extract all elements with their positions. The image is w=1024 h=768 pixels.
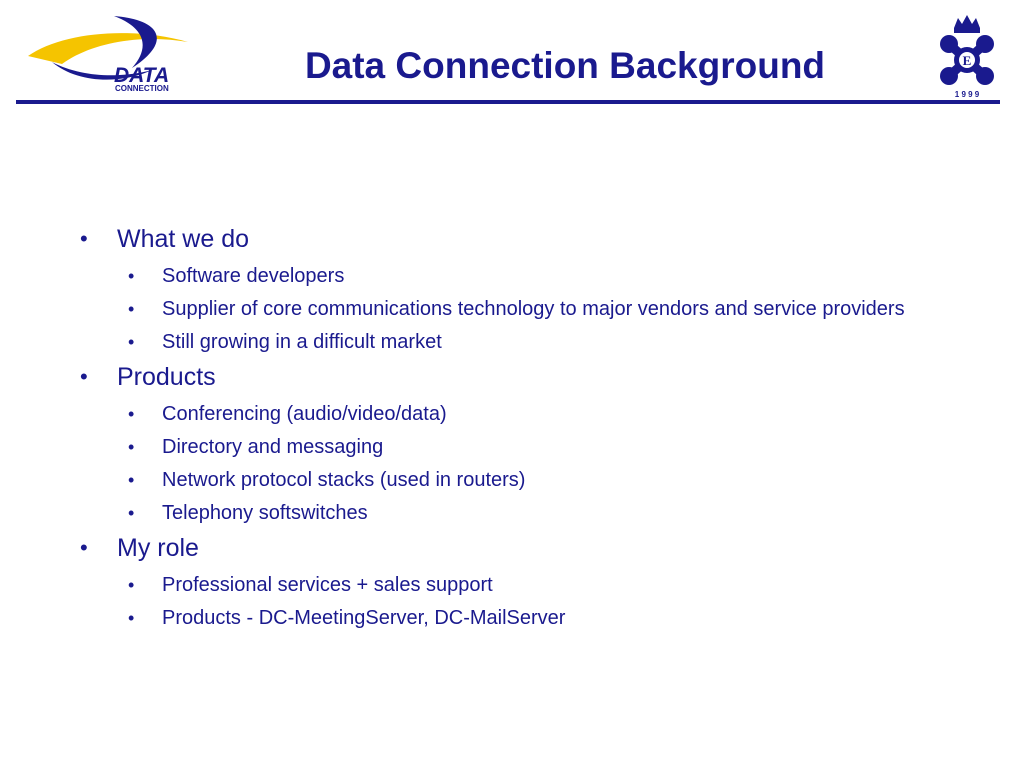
section-heading: My role [117,534,199,562]
slide-title: Data Connection Background [304,45,826,86]
list-item: • Software developers [0,263,922,290]
logo-swoosh-blue-lower [52,62,152,80]
bullet: • [80,226,88,251]
list-item: • Conferencing (audio/video/data) [0,401,922,428]
section-products: • Products [0,359,917,395]
list-item: • Telephony softswitches [0,500,922,527]
data-connection-logo: DATA CONNECTION [22,12,192,96]
list-item-text: Supplier of core communications technolo… [162,298,905,320]
bullet: • [128,404,135,424]
list-item: • Directory and messaging [0,434,922,461]
logo-swoosh-yellow [28,33,188,64]
section-what-we-do: • What we do [0,221,917,257]
section-heading: Products [117,363,216,391]
logo-text-connection: CONNECTION [115,84,169,93]
section-my-role: • My role [0,530,917,566]
list-item: • Professional services + sales support [0,572,922,599]
queens-award-emblem: E 1 9 9 9 [934,12,1000,100]
emblem-letter: E [963,53,972,68]
list-item-text: Still growing in a difficult market [162,331,442,353]
list-item-text: Telephony softswitches [162,502,368,524]
list-item-text: Conferencing (audio/video/data) [162,403,447,425]
logo-swoosh-blue [114,16,157,68]
bullet: • [128,332,135,352]
bullet: • [128,503,135,523]
bullet: • [80,364,88,389]
section-heading: What we do [117,225,250,253]
list-item-text: Professional services + sales support [162,574,493,596]
bullet: • [128,470,135,490]
list-item-text: Products - DC-MeetingServer, DC-MailServ… [162,607,566,629]
bullet: • [128,437,135,457]
bullet: • [128,266,135,286]
bullet: • [80,535,88,560]
logo-text-data: DATA [114,64,169,87]
list-item-text: Software developers [162,265,345,287]
list-item-text: Network protocol stacks (used in routers… [162,469,526,491]
slide-body: • What we do • Software developers • Sup… [0,218,1024,632]
emblem-year: 1 9 9 9 [955,90,980,99]
list-item: • Still growing in a difficult market [0,329,922,356]
list-item: • Products - DC-MeetingServer, DC-MailSe… [0,605,922,632]
bullet: • [128,299,135,319]
bullet: • [128,575,135,595]
list-item: • Network protocol stacks (used in route… [0,467,922,494]
crown-icon [954,15,980,28]
list-item: • Supplier of core communications techno… [0,296,922,323]
list-item-text: Directory and messaging [162,436,384,458]
bullet: • [128,608,135,628]
title-divider [16,100,1000,104]
